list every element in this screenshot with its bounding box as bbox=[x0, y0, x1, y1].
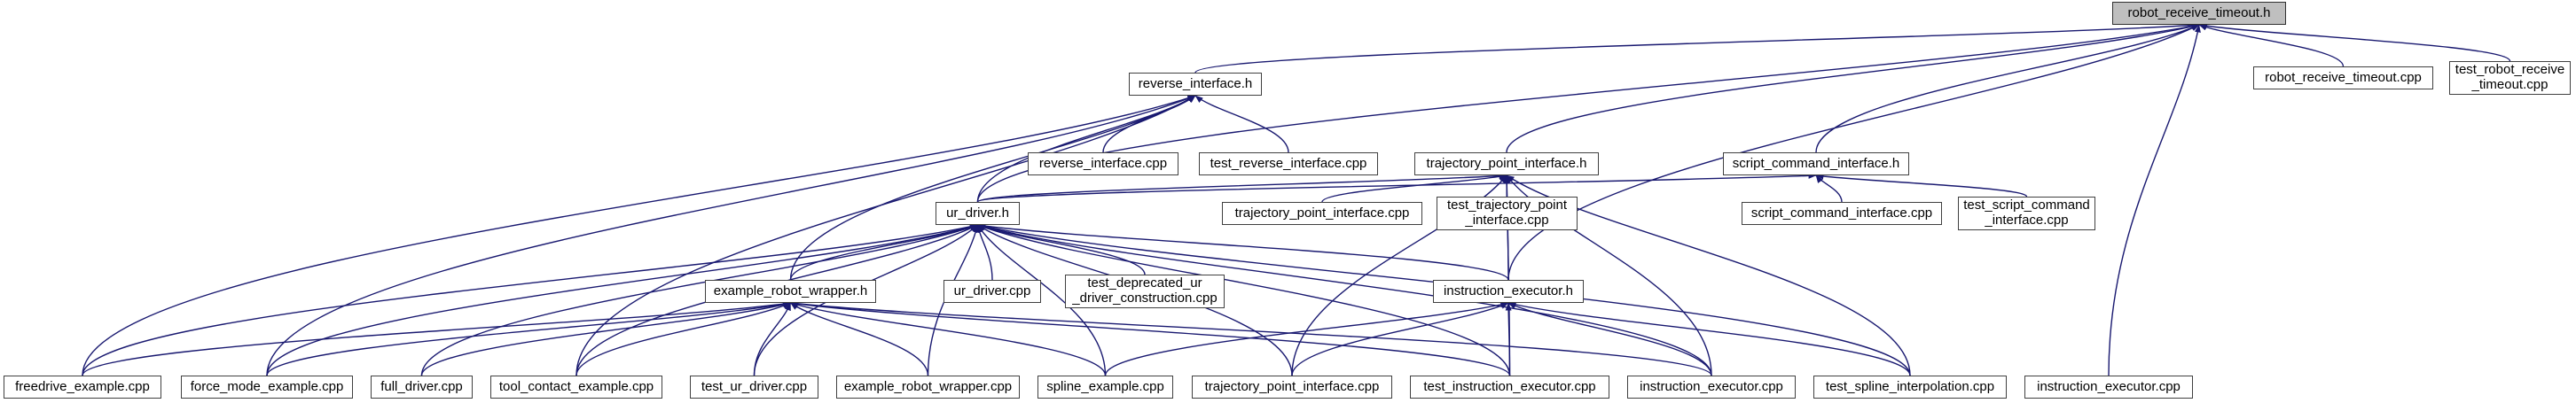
graph-edge bbox=[2198, 24, 2345, 67]
graph-edge bbox=[266, 95, 1196, 376]
graph-edge bbox=[975, 224, 993, 281]
graph-node-test-robot-receive-timeout-cpp[interactable]: test_robot_receive _timeout.cpp bbox=[2449, 61, 2571, 95]
graph-edge bbox=[420, 224, 978, 376]
graph-node-test-script-command-interface-cpp[interactable]: test_script_command _interface.cpp bbox=[1958, 197, 2095, 230]
graph-node-test-reverse-interface-cpp[interactable]: test_reverse_interface.cpp bbox=[1199, 152, 1378, 175]
graph-edge bbox=[1194, 95, 1289, 153]
graph-node-script-command-interface-h[interactable]: script_command_interface.h bbox=[1723, 152, 1909, 175]
graph-edge bbox=[1506, 23, 2200, 153]
graph-edge bbox=[1815, 174, 1843, 203]
graph-edge bbox=[2108, 24, 2201, 376]
graph-node-test-spline-interpolation-cpp[interactable]: test_spline_interpolation.cpp bbox=[1813, 376, 2007, 399]
graph-edge bbox=[789, 95, 1196, 281]
graph-edge bbox=[753, 302, 792, 376]
graph-node-freedrive-example-cpp[interactable]: freedrive_example.cpp bbox=[4, 376, 161, 399]
graph-edge bbox=[1291, 302, 1509, 376]
graph-edge bbox=[790, 300, 1511, 376]
graph-node-robot-receive-timeout-cpp[interactable]: robot_receive_timeout.cpp bbox=[2253, 66, 2433, 89]
graph-edge bbox=[1194, 22, 2200, 74]
graph-node-reverse-interface-cpp[interactable]: reverse_interface.cpp bbox=[1028, 152, 1178, 175]
graph-node-example-robot-wrapper-h[interactable]: example_robot_wrapper.h bbox=[705, 280, 876, 303]
graph-node-trajectory-point-interface-cpp[interactable]: trajectory_point_interface.cpp bbox=[1222, 202, 1422, 225]
graph-node-spline-example-cpp[interactable]: spline_example.cpp bbox=[1037, 376, 1173, 399]
graph-node-test-ur-driver-cpp[interactable]: test_ur_driver.cpp bbox=[690, 376, 818, 399]
graph-node-instruction-executor-h[interactable]: instruction_executor.h bbox=[1433, 280, 1584, 303]
graph-node-test-instruction-executor-cpp[interactable]: test_instruction_executor.cpp bbox=[1410, 376, 1609, 399]
graph-edge bbox=[977, 223, 1712, 376]
graph-edge bbox=[976, 172, 1817, 203]
graph-edge bbox=[1507, 302, 1712, 376]
graph-edge bbox=[266, 301, 791, 376]
graph-edge bbox=[82, 223, 978, 376]
graph-node-test-trajectory-point-interface-cpp[interactable]: test_trajectory_point _interface.cpp bbox=[1437, 197, 1578, 230]
graph-edge bbox=[2198, 22, 2511, 62]
graph-edge bbox=[1507, 301, 1911, 376]
graph-edge bbox=[790, 302, 929, 376]
graph-node-full-driver-cpp[interactable]: full_driver.cpp bbox=[371, 376, 473, 399]
graph-node-script-command-interface-cpp[interactable]: script_command_interface.cpp bbox=[1742, 202, 1942, 225]
graph-edge bbox=[1102, 95, 1196, 153]
graph-edge bbox=[1507, 24, 2200, 281]
graph-edge bbox=[1321, 174, 1507, 203]
graph-node-tool-contact-example-cpp[interactable]: tool_contact_example.cpp bbox=[490, 376, 662, 399]
graph-node-instruction-executor-cpp[interactable]: instruction_executor.cpp bbox=[2024, 376, 2193, 399]
graph-node-reverse-interface-h[interactable]: reverse_interface.h bbox=[1129, 73, 1262, 96]
graph-edge bbox=[976, 224, 1107, 376]
graph-edge bbox=[82, 95, 1196, 376]
graph-node-force-mode-example-cpp[interactable]: force_mode_example.cpp bbox=[181, 376, 353, 399]
graph-edge bbox=[575, 302, 791, 376]
graph-edge bbox=[976, 173, 1507, 203]
graph-node-instruction-executor-cpp-b[interactable]: instruction_executor.cpp bbox=[1627, 376, 1796, 399]
graph-node-trajectory-point-interface-cpp-b[interactable]: trajectory_point_interface.cpp bbox=[1192, 376, 1392, 399]
graph-edge bbox=[977, 224, 1146, 275]
graph-edge bbox=[1815, 24, 2200, 153]
graph-edge bbox=[1505, 302, 1512, 376]
graph-edge bbox=[977, 224, 1511, 376]
graph-edge bbox=[977, 222, 1509, 281]
graph-edge bbox=[1104, 301, 1509, 376]
graph-edge bbox=[790, 302, 1107, 376]
graph-edge bbox=[266, 223, 978, 376]
graph-edge bbox=[420, 301, 791, 376]
graph-edge bbox=[82, 300, 791, 376]
graph-node-trajectory-point-interface-h[interactable]: trajectory_point_interface.h bbox=[1414, 152, 1599, 175]
graph-node-ur-driver-cpp[interactable]: ur_driver.cpp bbox=[943, 280, 1041, 303]
graph-edge bbox=[575, 95, 1196, 376]
graph-node-ur-driver-h[interactable]: ur_driver.h bbox=[936, 202, 1020, 225]
graph-edge bbox=[790, 300, 1712, 376]
graph-node-test-deprecated-ur-driver-construction-cpp[interactable]: test_deprecated_ur _driver_construction.… bbox=[1065, 275, 1225, 308]
graph-edge bbox=[1815, 173, 2028, 198]
graph-node-example-robot-wrapper-cpp[interactable]: example_robot_wrapper.cpp bbox=[836, 376, 1020, 399]
graph-node-robot-receive-timeout-h[interactable]: robot_receive_timeout.h bbox=[2112, 2, 2286, 25]
